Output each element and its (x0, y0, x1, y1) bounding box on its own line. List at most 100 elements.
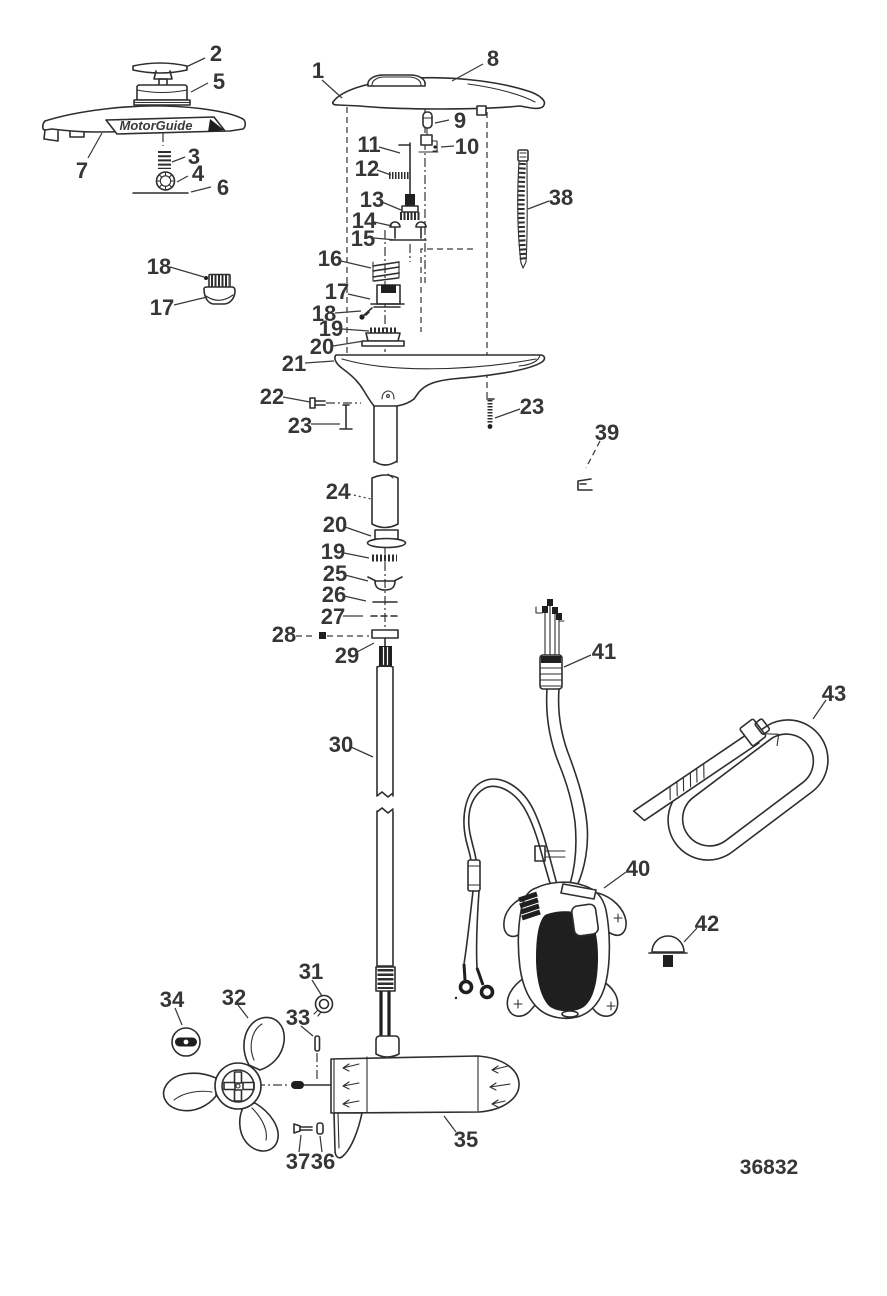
mushroom-knob (648, 935, 688, 967)
wire-loop (463, 778, 559, 889)
callout-33-label: 33 (286, 1005, 310, 1030)
callout-16-label: 16 (318, 246, 342, 271)
cowl-tab (476, 105, 487, 116)
callout-4-label: 4 (192, 161, 205, 186)
callout-3-label: 3 (188, 144, 200, 169)
screw-18 (359, 307, 373, 320)
callout-19-lower-label: 19 (321, 539, 345, 564)
callout-10-label: 10 (455, 134, 479, 159)
end-bell-17 (370, 284, 405, 308)
propeller-32 (162, 1016, 286, 1152)
motor-body (330, 1055, 520, 1114)
cable-assembly (454, 599, 589, 1000)
strap-buckle (739, 718, 780, 747)
pin-36 (316, 1122, 324, 1135)
bracket-tube (373, 405, 398, 466)
callout-23-left-label: 23 (288, 413, 312, 438)
connector-10 (418, 134, 439, 153)
callout-12-label: 12 (355, 156, 379, 181)
callout-20-lower-label: 20 (323, 512, 347, 537)
callout-17-upper-label: 17 (150, 295, 174, 320)
callout-31-label: 31 (299, 959, 323, 984)
callout-36-label: 36 (311, 1149, 335, 1174)
callout-17-label: 17 (325, 279, 349, 304)
callout-11-label: 11 (357, 132, 380, 157)
retaining-ring-31 (313, 994, 334, 1017)
pedal-button (571, 903, 599, 937)
callout-38-label: 38 (549, 185, 573, 210)
leader-lines (87, 57, 827, 1153)
washer-stack-16 (372, 261, 400, 282)
callout-40-label: 40 (626, 856, 650, 881)
lock-washer (155, 171, 176, 191)
cap-20 (361, 332, 405, 347)
seal-25 (367, 576, 403, 591)
callout-2-label: 2 (210, 41, 222, 66)
knob-disc (132, 62, 188, 74)
armature-stack (359, 261, 405, 347)
callout-41-label: 41 (592, 639, 616, 664)
ring-29 (371, 629, 399, 639)
screws-14 (389, 221, 427, 239)
bolt-23-right (486, 398, 495, 429)
ring-terminal (458, 979, 474, 995)
shaft-collar (375, 1035, 400, 1058)
clip-39 (577, 478, 593, 491)
plug-28 (319, 632, 326, 639)
brand-decal-plate (105, 116, 226, 135)
callout-21-label: 21 (282, 351, 306, 376)
callout-9-label: 9 (454, 108, 466, 133)
callout-8-label: 8 (487, 46, 499, 71)
brand-decal-text: MotorGuide (120, 118, 193, 133)
decal-arrow (208, 119, 224, 132)
link-rod-11 (398, 142, 411, 197)
callout-22-label: 22 (260, 384, 284, 409)
skeg (333, 1112, 363, 1159)
strap-flap (632, 732, 760, 822)
callout-30-label: 30 (329, 732, 353, 757)
head-cover-assembly: MotorGuide (41, 62, 247, 194)
prop-blade (243, 1016, 286, 1071)
prop-nut-34 (171, 1027, 201, 1057)
callout-1-label: 1 (312, 58, 324, 83)
callout-32-label: 32 (222, 985, 246, 1010)
brush-cap-assembly (203, 273, 236, 305)
cap-body-17 (203, 286, 236, 305)
callout-37-label: 37 (286, 1149, 310, 1174)
callout-24-label: 24 (326, 479, 351, 504)
battery-wires (463, 890, 480, 969)
callout-29-label: 29 (335, 643, 359, 668)
retainer-strap (632, 718, 829, 861)
callout-19-label: 19 (319, 316, 343, 341)
callout-13-label: 13 (360, 187, 384, 212)
callout-20-label: 20 (310, 334, 334, 359)
capsule-9 (422, 111, 433, 135)
callout-18-label: 18 (312, 301, 336, 326)
composite-shaft (375, 646, 396, 1040)
column-parts (319, 473, 407, 647)
ring-terminal (479, 984, 495, 1000)
screw-37 (293, 1123, 313, 1134)
callout-7-label: 7 (76, 158, 88, 183)
main-cable (545, 688, 589, 887)
screw-dot-18 (204, 276, 208, 280)
callout-42-label: 42 (695, 911, 719, 936)
shear-pin-33 (314, 1035, 321, 1052)
lower-cowl-bracket (309, 354, 546, 466)
propeller-group (162, 994, 334, 1152)
screw-22 (309, 397, 326, 409)
foot-pedal (503, 881, 627, 1020)
pedal-slot (560, 883, 597, 900)
cable-tie (517, 149, 529, 269)
pedal-side-connector (518, 891, 541, 921)
motor-cowl (331, 74, 546, 116)
prop-blade (162, 1072, 217, 1112)
fitting-13-cap (405, 194, 415, 206)
callout-18-upper-label: 18 (147, 254, 171, 279)
callout-43-label: 43 (822, 681, 846, 706)
callout-28-label: 28 (272, 622, 296, 647)
tube-24 (371, 473, 399, 529)
callout-34-label: 34 (160, 987, 185, 1012)
